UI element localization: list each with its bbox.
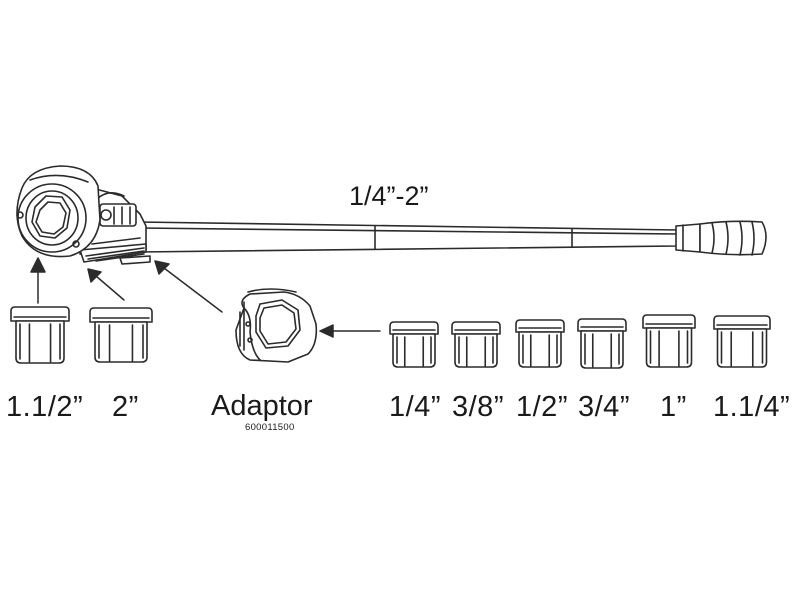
die-2-inch	[89, 307, 153, 363]
die-3-8-inch	[451, 321, 501, 368]
right-die-label-1: 1/4”	[389, 391, 441, 423]
arrows	[30, 257, 381, 338]
ratchet-handle	[16, 165, 767, 265]
die-3-4-inch	[577, 318, 627, 369]
dies-layer	[10, 306, 771, 369]
handle-grip	[675, 220, 767, 256]
left-die-label-2: 2”	[112, 391, 139, 423]
right-die-label-6: 1.1/4”	[713, 391, 791, 423]
arrow-to-head-from-die-2	[87, 268, 125, 301]
adaptor-part-number: 600011500	[245, 422, 295, 433]
right-die-label-4: 3/4”	[578, 391, 630, 423]
adaptor-body	[235, 288, 318, 363]
die-1-1-2-inch	[10, 306, 70, 364]
die-1-inch	[642, 314, 696, 368]
die-1-2-inch	[515, 319, 565, 368]
right-die-label-3: 1/2”	[516, 391, 568, 423]
arrow-to-neck-from-adaptor	[154, 260, 223, 313]
die-1-1-4-inch	[713, 315, 771, 368]
left-die-label-1: 1.1/2”	[6, 391, 84, 423]
right-die-label-5: 1”	[660, 391, 687, 423]
die-1-4-inch	[389, 321, 439, 368]
handle-bar	[137, 221, 679, 253]
handle-size-range-label: 1/4”-2”	[349, 181, 429, 211]
ratchet-head	[16, 165, 101, 258]
right-die-label-2: 3/8”	[452, 391, 504, 423]
adaptor-label: Adaptor	[211, 390, 313, 422]
arrow-to-head-from-die-1-1-2	[30, 257, 46, 304]
arrow-to-adaptor-from-dies	[319, 324, 381, 338]
